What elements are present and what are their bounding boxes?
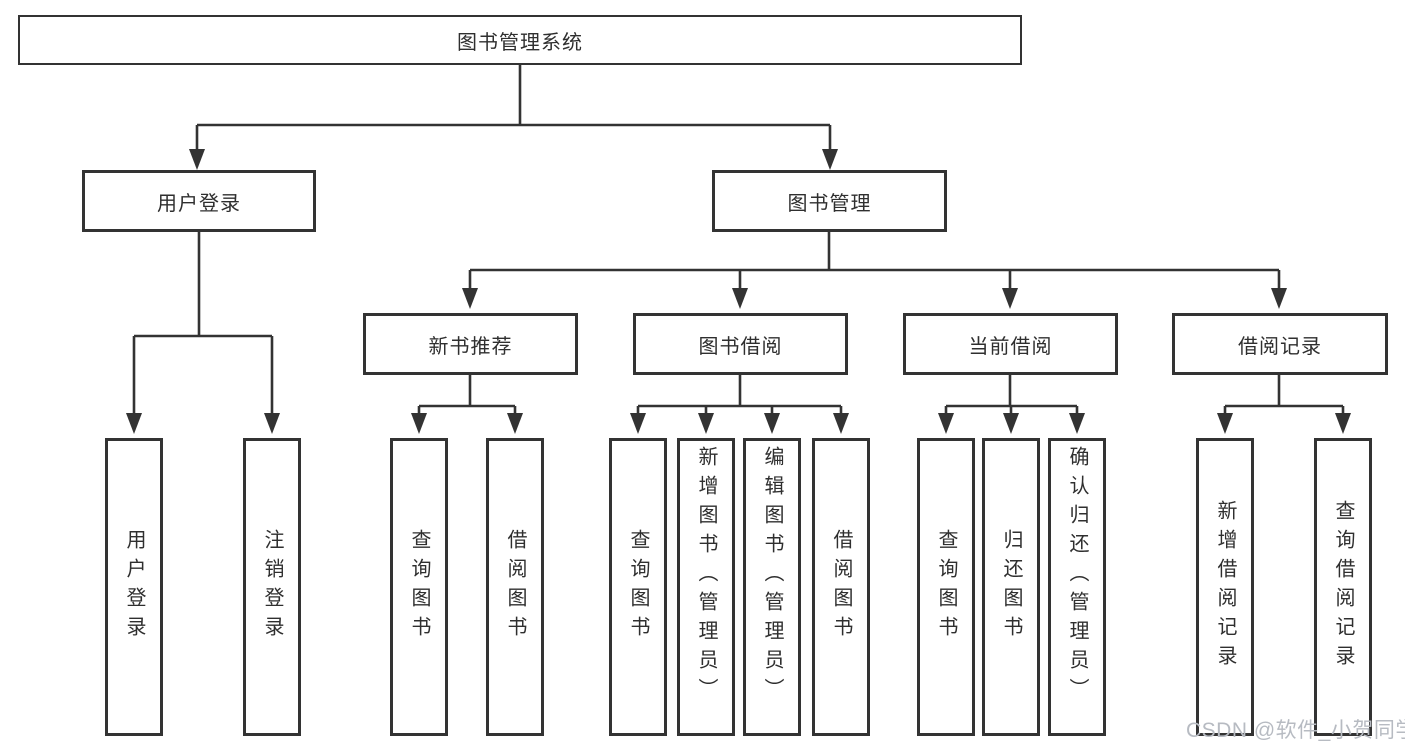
node-library-management-system: 图书管理系统 xyxy=(18,15,1022,65)
node-label: 用户登录 xyxy=(157,192,241,215)
node-label: 查询图书 xyxy=(935,529,957,645)
node-label: 借阅图书 xyxy=(830,529,852,645)
node-label: 查询图书 xyxy=(408,529,430,645)
leaf-edit-book-admin: 编辑图书（管理员） xyxy=(743,438,801,736)
node-book-borrowing: 图书借阅 xyxy=(633,313,848,375)
node-label: 新增借阅记录 xyxy=(1214,500,1236,674)
leaf-query-books-recommend: 查询图书 xyxy=(390,438,448,736)
leaf-return-book: 归还图书 xyxy=(982,438,1040,736)
node-label: 借阅图书 xyxy=(504,529,526,645)
node-label: 注销登录 xyxy=(261,529,283,645)
node-label: 查询图书 xyxy=(627,529,649,645)
leaf-query-books-borrow: 查询图书 xyxy=(609,438,667,736)
node-label: 图书管理 xyxy=(787,192,872,215)
leaf-add-borrow-record: 新增借阅记录 xyxy=(1196,438,1254,736)
node-label: 借阅记录 xyxy=(1238,335,1322,358)
node-label: 图书管理系统 xyxy=(457,31,583,54)
node-label: 新书推荐 xyxy=(428,335,513,358)
node-label: 新增图书（管理员） xyxy=(695,446,717,707)
node-label: 确认归还（管理员） xyxy=(1066,446,1088,707)
node-current-borrowing: 当前借阅 xyxy=(903,313,1118,375)
node-new-book-recommendation: 新书推荐 xyxy=(363,313,578,375)
node-user-login: 用户登录 xyxy=(82,170,316,232)
node-label: 用户登录 xyxy=(123,529,145,645)
node-label: 归还图书 xyxy=(1000,529,1022,645)
leaf-query-borrow-record: 查询借阅记录 xyxy=(1314,438,1372,736)
leaf-logout: 注销登录 xyxy=(243,438,301,736)
leaf-borrow-books-recommend: 借阅图书 xyxy=(486,438,544,736)
node-label: 编辑图书（管理员） xyxy=(761,446,783,707)
leaf-borrow-books-borrow: 借阅图书 xyxy=(812,438,870,736)
leaf-add-book-admin: 新增图书（管理员） xyxy=(677,438,735,736)
csdn-watermark: CSDN @软件_小贺同学 xyxy=(1186,719,1405,742)
node-label: 图书借阅 xyxy=(698,335,783,358)
node-book-management: 图书管理 xyxy=(712,170,947,232)
leaf-query-books-current: 查询图书 xyxy=(917,438,975,736)
leaf-confirm-return-admin: 确认归还（管理员） xyxy=(1048,438,1106,736)
node-label: 查询借阅记录 xyxy=(1332,500,1354,674)
leaf-user-login: 用户登录 xyxy=(105,438,163,736)
node-label: 当前借阅 xyxy=(968,335,1053,358)
node-borrowing-records: 借阅记录 xyxy=(1172,313,1388,375)
